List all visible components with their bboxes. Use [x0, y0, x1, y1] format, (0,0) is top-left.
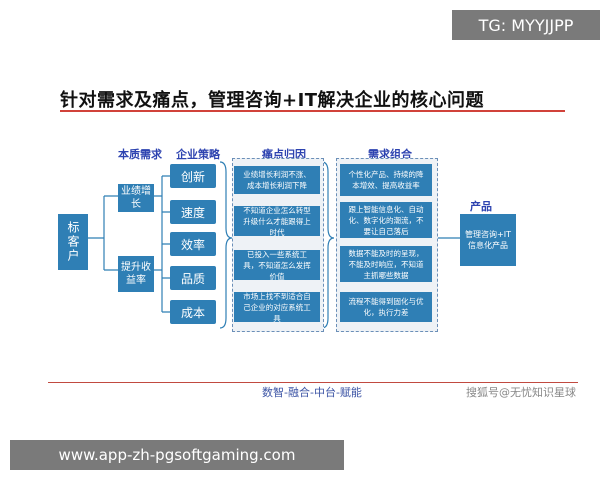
combo-text-4: 流程不能得到固化与优化，执行力差 — [348, 297, 424, 317]
brace-strategy-pain — [219, 161, 233, 329]
pain-point-box-4: 市场上找不到适合自己企业的对应系统工具 — [234, 291, 320, 323]
header-essence-needs: 本质需求 — [118, 148, 162, 161]
strategy-label-cost: 成本 — [180, 305, 205, 320]
combo-box-1: 个性化产品、持续的降本增效、提高收益率 — [340, 164, 432, 196]
strategy-box-speed: 速度 — [170, 200, 216, 224]
need-label-growth: 业绩增长 — [121, 186, 151, 210]
pain-point-box-2: 不知道企业怎么转型升级什么才能跟得上时代 — [234, 205, 320, 237]
strategy-label-innovation: 创新 — [180, 169, 205, 184]
pain-point-text-2: 不知道企业怎么转型升级什么才能跟得上时代 — [243, 205, 311, 237]
slide-title: 针对需求及痛点，管理咨询+IT解决企业的核心问题 — [60, 90, 485, 111]
strategy-box-efficiency: 效率 — [170, 232, 216, 256]
source-watermark: 搜狐号@无忧知识星球 — [466, 386, 576, 399]
pain-point-text-4: 市场上找不到适合自己企业的对应系统工具 — [243, 291, 311, 323]
top-watermark-bar: TG: MYYJJPP — [452, 10, 600, 40]
pain-point-box-3: 已投入一些系统工具，不知道怎么发挥价值 — [234, 249, 320, 281]
title-underline — [60, 110, 565, 112]
connector-needs-strategies — [154, 175, 170, 313]
need-box-yield: 提升收益率 — [118, 256, 154, 292]
top-watermark-text: TG: MYYJJPP — [478, 15, 574, 35]
footer-tagline: 数智-融合-中台-赋能 — [262, 386, 362, 399]
strategy-label-efficiency: 效率 — [180, 237, 205, 252]
customer-label: 标客户 — [66, 221, 80, 263]
combo-box-3: 数据不能及时的呈现，不能及时响应，不知道主抓哪些数据 — [340, 246, 432, 282]
header-strategy: 企业策略 — [176, 148, 220, 161]
combo-box-2: 跟上智能信息化、自动化、数字化的潮流，不要让自己落后 — [340, 202, 432, 238]
strategy-box-quality: 品质 — [170, 266, 216, 290]
brace-pain-combo — [321, 161, 335, 329]
strategy-box-innovation: 创新 — [170, 164, 216, 188]
header-product: 产品 — [470, 200, 492, 213]
strategy-label-quality: 品质 — [180, 271, 205, 286]
combo-text-2: 跟上智能信息化、自动化、数字化的潮流，不要让自己落后 — [348, 204, 424, 236]
combo-text-1: 个性化产品、持续的降本增效、提高收益率 — [348, 170, 424, 190]
header-needs-combo: 需求组合 — [368, 148, 412, 161]
combo-box-4: 流程不能得到固化与优化，执行力差 — [340, 292, 432, 322]
header-pain-points: 痛点归因 — [262, 148, 306, 161]
product-text: 管理咨询+IT信息化产品 — [465, 230, 511, 250]
pain-point-text-1: 业绩增长利润不涨、成本增长利润下降 — [243, 170, 311, 190]
customer-box: 标客户 — [58, 214, 88, 270]
pain-point-box-1: 业绩增长利润不涨、成本增长利润下降 — [234, 166, 320, 194]
product-box: 管理咨询+IT信息化产品 — [460, 214, 516, 266]
strategy-box-cost: 成本 — [170, 300, 216, 324]
strategy-label-speed: 速度 — [180, 205, 205, 220]
need-label-yield: 提升收益率 — [121, 262, 151, 286]
footer-divider — [48, 382, 578, 383]
combo-text-3: 数据不能及时的呈现，不能及时响应，不知道主抓哪些数据 — [348, 248, 424, 280]
bottom-watermark-text: www.app-zh-pgsoftgaming.com — [58, 446, 296, 464]
connector-customer-needs — [88, 195, 118, 271]
pain-point-text-3: 已投入一些系统工具，不知道怎么发挥价值 — [243, 249, 311, 281]
bottom-watermark-bar: www.app-zh-pgsoftgaming.com — [10, 440, 344, 470]
need-box-growth: 业绩增长 — [118, 184, 154, 212]
